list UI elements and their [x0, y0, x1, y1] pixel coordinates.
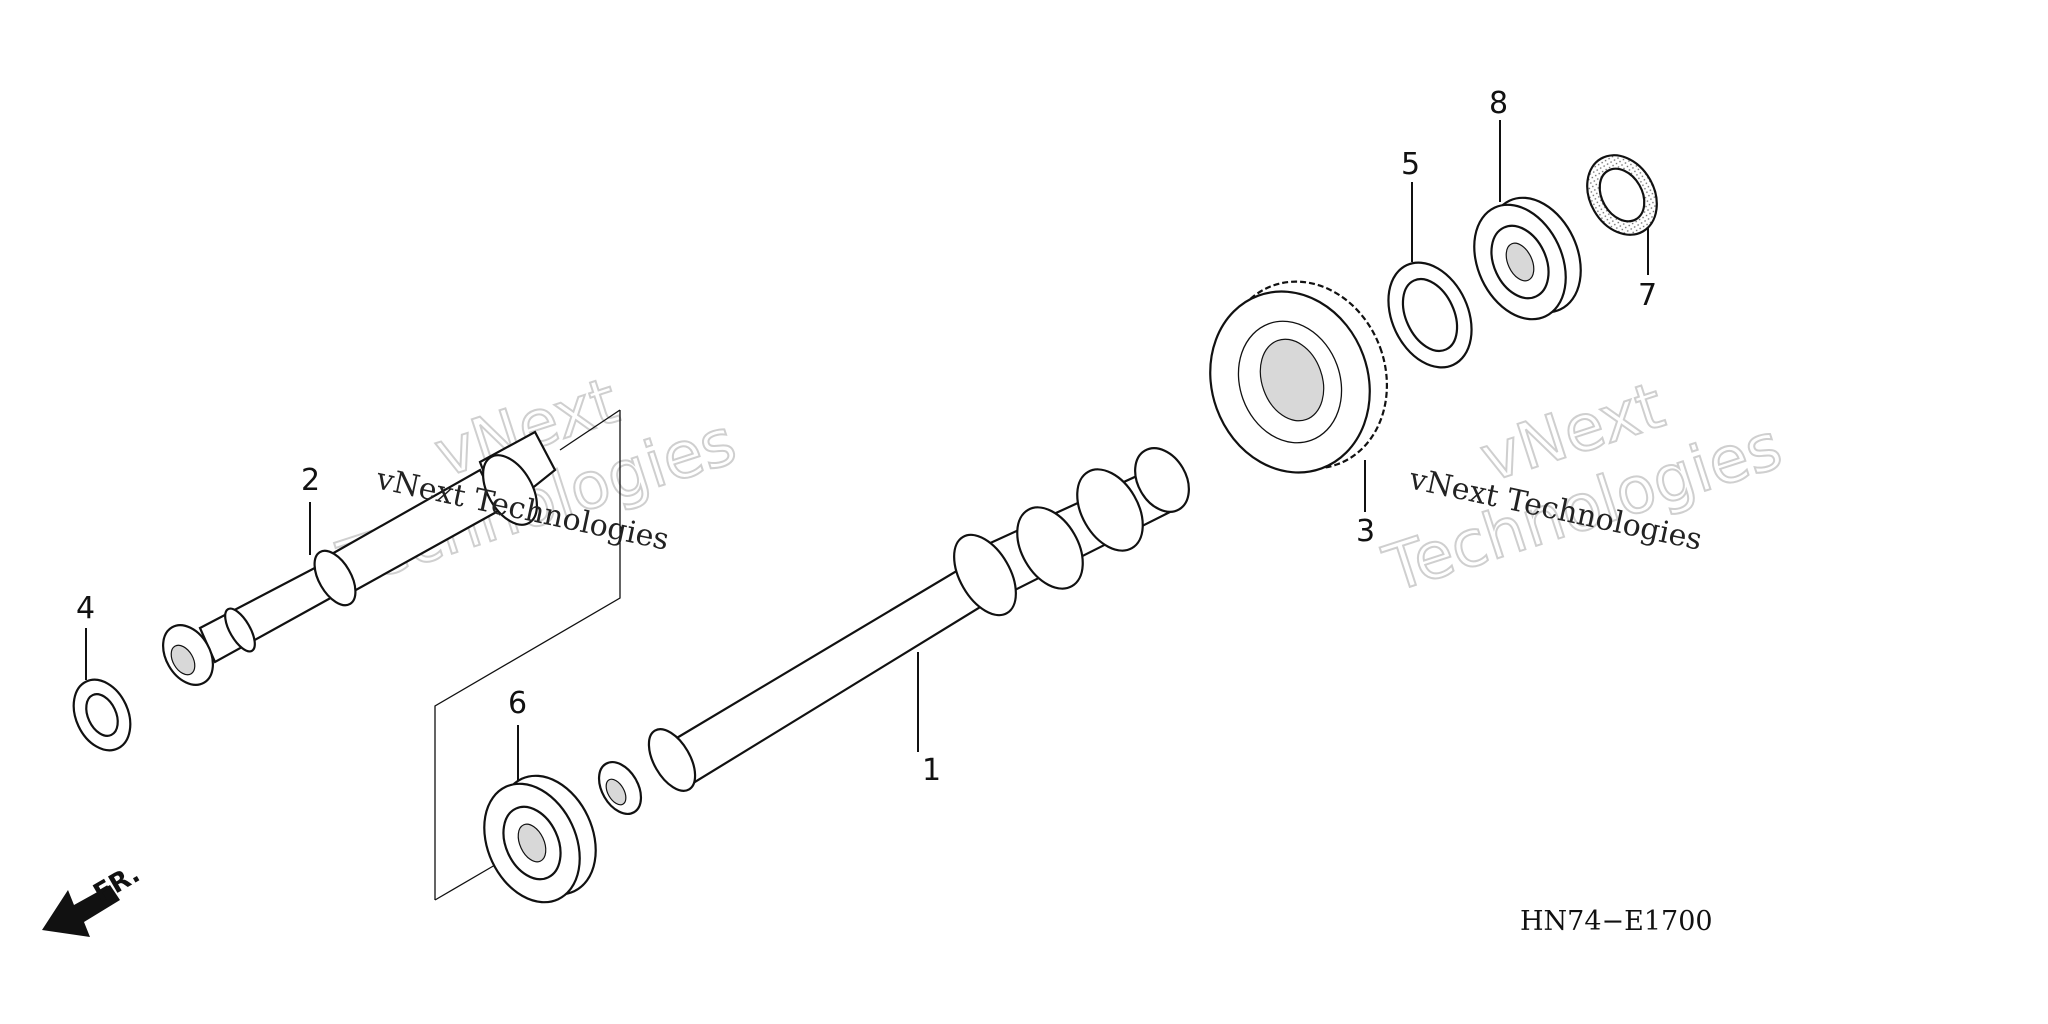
leader-lines	[85, 120, 1649, 780]
assembly-bracket	[434, 409, 621, 901]
front-arrow-icon	[42, 885, 120, 937]
callout-3: 3	[1356, 514, 1375, 549]
callouts: 1 2 3 4 5 6 7 8	[76, 86, 1657, 788]
part-2-countershaft	[162, 430, 557, 686]
part-3-gear	[1209, 280, 1388, 474]
callout-4: 4	[76, 591, 95, 626]
callout-5: 5	[1401, 147, 1420, 182]
callout-6: 6	[508, 686, 527, 721]
front-direction-marker: FR.	[42, 859, 145, 937]
part-7-oil-seal	[1586, 154, 1658, 236]
part-6-bearing	[483, 774, 597, 904]
part-8-bearing	[1473, 196, 1582, 321]
part-4-washer	[72, 678, 132, 752]
callout-7: 7	[1638, 278, 1657, 313]
part-5-washer	[1387, 261, 1473, 369]
callout-8: 8	[1489, 86, 1508, 121]
callout-1: 1	[922, 753, 941, 788]
part-1-mainshaft	[597, 447, 1190, 815]
callout-2: 2	[301, 463, 320, 498]
diagram-code: HN74−E1700	[1520, 906, 1713, 937]
